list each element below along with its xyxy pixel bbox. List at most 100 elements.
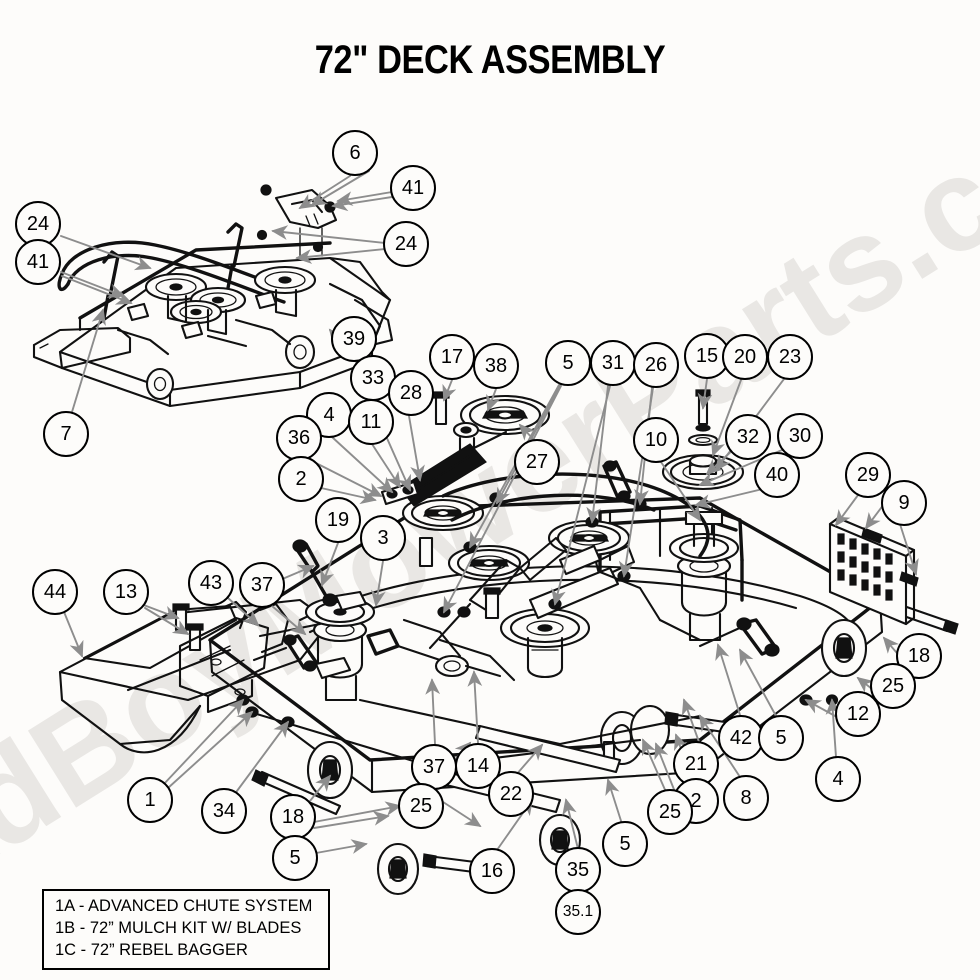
leader-line xyxy=(310,170,370,206)
callout-5[interactable]: 5 xyxy=(758,715,804,761)
callout-26[interactable]: 26 xyxy=(633,342,679,388)
legend-line-1a: 1A - ADVANCED CHUTE SYSTEM xyxy=(55,897,313,915)
callout-label: 18 xyxy=(281,806,305,828)
callout-25[interactable]: 25 xyxy=(398,783,444,829)
callout-11[interactable]: 11 xyxy=(348,399,394,445)
callout-3[interactable]: 3 xyxy=(360,515,406,561)
callout-label: 3 xyxy=(377,527,389,549)
callout-2[interactable]: 2 xyxy=(278,456,324,502)
callout-6[interactable]: 6 xyxy=(332,130,378,176)
callout-label: 1 xyxy=(144,789,156,811)
callout-5[interactable]: 5 xyxy=(602,821,648,867)
leader-line xyxy=(60,235,152,271)
callout-label: 20 xyxy=(733,346,757,368)
leader-line xyxy=(144,607,190,635)
callout-label: 21 xyxy=(684,753,708,775)
callout-7[interactable]: 7 xyxy=(43,411,89,457)
callout-23[interactable]: 23 xyxy=(767,334,813,380)
callout-9[interactable]: 9 xyxy=(881,480,927,526)
callout-18[interactable]: 18 xyxy=(896,633,942,679)
leader-line xyxy=(834,490,862,527)
lift-linkages xyxy=(292,460,780,657)
callout-label: 41 xyxy=(26,251,50,273)
callout-41[interactable]: 41 xyxy=(15,239,61,285)
callout-5[interactable]: 5 xyxy=(272,835,318,881)
leader-line xyxy=(642,738,667,793)
callout-label: 31 xyxy=(601,352,625,374)
callout-28[interactable]: 28 xyxy=(388,370,434,416)
callout-label: 11 xyxy=(360,411,382,433)
leader-line xyxy=(586,385,609,524)
callout-label: 30 xyxy=(788,425,812,447)
leader-line xyxy=(320,542,339,587)
callout-30[interactable]: 30 xyxy=(777,413,823,459)
callout-label: 25 xyxy=(658,801,682,823)
callout-31[interactable]: 31 xyxy=(590,340,636,386)
callout-10[interactable]: 10 xyxy=(633,417,679,463)
leader-line xyxy=(694,487,768,509)
callout-43[interactable]: 43 xyxy=(188,560,234,606)
upper-deck-assembly xyxy=(32,184,394,408)
callout-22[interactable]: 22 xyxy=(488,771,534,817)
callout-17[interactable]: 17 xyxy=(429,334,475,380)
callout-label: 4 xyxy=(832,768,844,790)
callout-18[interactable]: 18 xyxy=(270,794,316,840)
leader-line xyxy=(551,385,611,606)
anti-scalp-rollers xyxy=(306,618,868,896)
callout-label: 37 xyxy=(250,574,274,596)
callout-label: 9 xyxy=(898,492,910,514)
callout-36[interactable]: 36 xyxy=(276,415,322,461)
leader-line xyxy=(71,308,106,413)
callout-label: 18 xyxy=(907,645,931,667)
callout-label: 6 xyxy=(349,142,361,164)
callout-label: 23 xyxy=(778,346,802,368)
callout-12[interactable]: 12 xyxy=(835,691,881,737)
callout-37[interactable]: 37 xyxy=(239,562,285,608)
callout-label: 44 xyxy=(43,581,67,603)
callout-44[interactable]: 44 xyxy=(32,569,78,615)
leader-line xyxy=(898,520,919,576)
callout-label: 5 xyxy=(562,352,574,374)
callout-label: 24 xyxy=(26,213,50,235)
leader-line xyxy=(715,643,741,716)
callout-label: 17 xyxy=(440,346,464,368)
leader-line xyxy=(331,436,394,494)
callout-label: 26 xyxy=(644,354,668,376)
legend-line-1c: 1C - 72” REBEL BAGGER xyxy=(55,940,248,959)
callout-35-1[interactable]: 35.1 xyxy=(555,889,601,935)
callout-41[interactable]: 41 xyxy=(390,165,436,211)
callout-1[interactable]: 1 xyxy=(127,777,173,823)
callout-label: 24 xyxy=(394,233,418,255)
callout-16[interactable]: 16 xyxy=(469,848,515,894)
callout-35[interactable]: 35 xyxy=(555,847,601,893)
callout-38[interactable]: 38 xyxy=(473,343,519,389)
callout-label: 4 xyxy=(323,404,335,426)
callout-label: 37 xyxy=(422,756,446,778)
callout-20[interactable]: 20 xyxy=(722,334,768,380)
callout-label: 25 xyxy=(881,675,905,697)
callout-40[interactable]: 40 xyxy=(754,452,800,498)
callout-8[interactable]: 8 xyxy=(723,775,769,821)
callout-15[interactable]: 15 xyxy=(684,333,730,379)
leader-line xyxy=(279,564,315,581)
callout-label: 13 xyxy=(114,581,138,603)
leader-line xyxy=(61,275,133,305)
callout-32[interactable]: 32 xyxy=(725,414,771,460)
callout-24[interactable]: 24 xyxy=(383,221,429,267)
callout-34[interactable]: 34 xyxy=(201,788,247,834)
leader-line xyxy=(162,698,245,786)
callout-4[interactable]: 4 xyxy=(815,756,861,802)
callout-27[interactable]: 27 xyxy=(514,439,560,485)
callout-19[interactable]: 19 xyxy=(315,497,361,543)
leader-line xyxy=(331,196,393,212)
callout-25[interactable]: 25 xyxy=(647,789,693,835)
leader-line xyxy=(660,461,702,522)
callout-42[interactable]: 42 xyxy=(718,715,764,761)
callout-label: 2 xyxy=(690,790,702,812)
callout-13[interactable]: 13 xyxy=(103,569,149,615)
page-title: 72" DECK ASSEMBLY xyxy=(314,38,666,82)
callout-label: 15 xyxy=(695,345,719,367)
leader-line xyxy=(60,271,125,298)
callout-label: 16 xyxy=(480,860,504,882)
callout-5[interactable]: 5 xyxy=(545,340,591,386)
